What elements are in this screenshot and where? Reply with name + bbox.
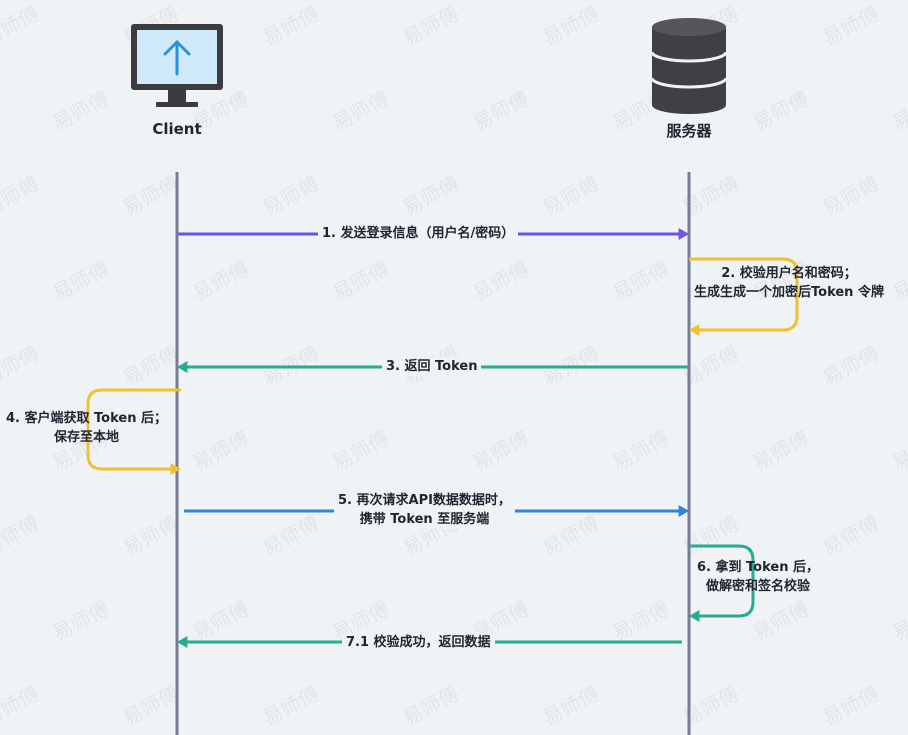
database-top bbox=[652, 18, 726, 36]
message-7-line-1: 7.1 校验成功，返回数据 bbox=[346, 635, 491, 650]
message-4-arrow-head bbox=[170, 463, 181, 475]
message-7-arrow-head bbox=[177, 636, 188, 648]
message-3-line-1: 3. 返回 Token bbox=[386, 359, 478, 374]
message-4-arrow bbox=[86, 388, 181, 471]
message-6-label: 6. 拿到 Token 后， 做解密和签名校验 bbox=[693, 558, 823, 596]
message-1-label: 1. 发送登录信息（用户名/密码） bbox=[318, 224, 519, 243]
database-icon bbox=[650, 18, 728, 114]
message-5-line-2: 携带 Token 至服务端 bbox=[359, 512, 490, 527]
message-6-line-2: 做解密和签名校验 bbox=[706, 579, 811, 594]
message-7-label: 7.1 校验成功，返回数据 bbox=[342, 633, 495, 652]
message-4-line-1: 4. 客户端获取 Token 后； bbox=[6, 411, 168, 426]
message-2-arrow-head bbox=[689, 324, 700, 336]
monitor-stand bbox=[156, 102, 198, 107]
message-2-line-1: 2. 校验用户名和密码； bbox=[721, 266, 857, 281]
message-1-line-1: 1. 发送登录信息（用户名/密码） bbox=[322, 226, 515, 241]
server-actor-label: 服务器 bbox=[666, 122, 712, 140]
message-5-arrow-head bbox=[678, 505, 689, 517]
message-4-label: 4. 客户端获取 Token 后； 保存至本地 bbox=[2, 409, 171, 447]
message-5-label: 5. 再次请求API数据数据时， 携带 Token 至服务端 bbox=[334, 491, 515, 529]
upload-arrow-head bbox=[163, 40, 191, 56]
database-ring-1 bbox=[650, 51, 728, 63]
monitor-upload-icon bbox=[131, 24, 223, 107]
message-2-arrow bbox=[689, 257, 799, 332]
message-6-line-1: 6. 拿到 Token 后， bbox=[697, 560, 820, 575]
database-ring-2 bbox=[650, 77, 728, 89]
monitor-neck bbox=[168, 90, 186, 102]
message-1-arrow-head bbox=[678, 228, 689, 240]
database-body bbox=[652, 27, 726, 114]
client-actor-label: Client bbox=[152, 120, 202, 138]
message-6-arrow bbox=[689, 544, 755, 618]
message-3-label: 3. 返回 Token bbox=[382, 357, 482, 376]
message-3-arrow-head bbox=[177, 361, 188, 373]
message-5-line-1: 5. 再次请求API数据数据时， bbox=[338, 493, 511, 508]
message-2-label: 2. 校验用户名和密码； 生成生成一个加密后Token 令牌 bbox=[690, 264, 888, 302]
message-4-line-2: 保存至本地 bbox=[54, 430, 120, 445]
message-6-arrow-head bbox=[689, 610, 700, 622]
message-2-line-2: 生成生成一个加密后Token 令牌 bbox=[694, 285, 884, 300]
